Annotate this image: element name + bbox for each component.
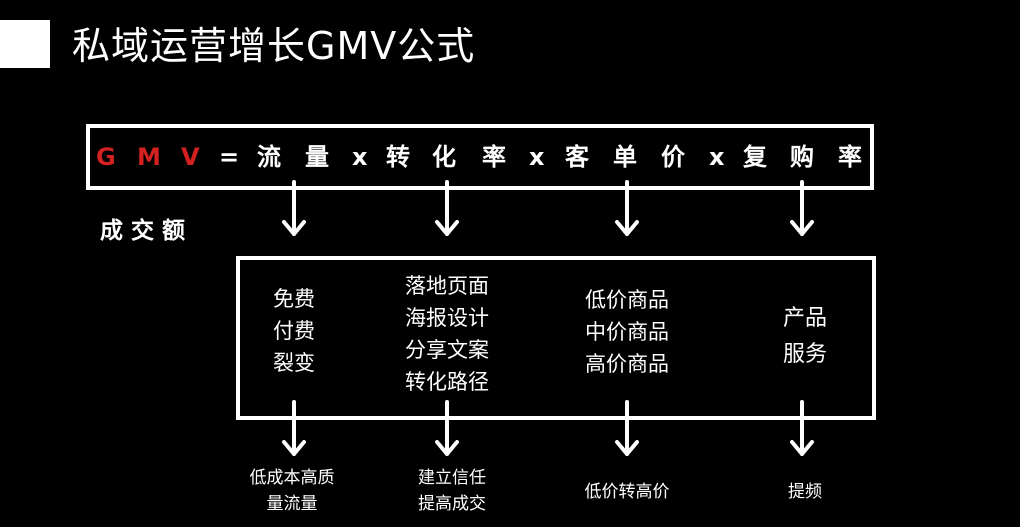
list-item: 裂变 (273, 351, 315, 375)
list-item: 分享文案 (405, 338, 489, 362)
list-item: 转化路径 (405, 370, 489, 394)
list-item: 付费 (273, 319, 315, 343)
arrow-down-icon (435, 180, 459, 236)
detail-box (236, 256, 876, 420)
arrow-down-icon (282, 400, 306, 456)
outcome-line: 提频 (788, 482, 822, 502)
arrow-down-icon (615, 180, 639, 236)
list-item: 产品 (782, 306, 827, 331)
page-title: 私域运营增长GMV公式 (72, 24, 476, 68)
column-repurchase-list: 产品 服务 (770, 301, 840, 373)
list-item: 落地页面 (405, 274, 489, 298)
arrow-down-icon (615, 400, 639, 456)
formula-multiply-2: x (529, 143, 545, 171)
outcome-line: 提高成交 (418, 494, 486, 514)
formula-equals: = (219, 143, 240, 171)
formula-multiply-1: x (352, 143, 368, 171)
outcome-line: 建立信任 (418, 468, 486, 488)
arrow-down-icon (790, 400, 814, 456)
formula-letter-g: G (96, 143, 116, 171)
list-item: 高价商品 (585, 352, 669, 376)
outcome-line: 低成本高质 (249, 468, 335, 488)
outcome-line: 低价转高价 (584, 482, 670, 502)
aov-outcome: 低价转高价 (572, 479, 682, 505)
formula-term-conversion-3: 率 (482, 143, 506, 171)
formula-term-conversion-1: 转 (386, 143, 410, 171)
list-item: 海报设计 (405, 306, 489, 330)
column-aov-list: 低价商品 中价商品 高价商品 (572, 284, 682, 380)
arrow-down-icon (435, 400, 459, 456)
list-item: 免费 (273, 287, 315, 311)
conversion-outcome: 建立信任 提高成交 (402, 465, 502, 517)
column-traffic-list: 免费 付费 裂变 (262, 283, 326, 379)
formula-term-aov-2: 单 (613, 143, 637, 171)
formula-multiply-3: x (709, 143, 725, 171)
formula-term-conversion-2: 化 (432, 143, 456, 171)
column-conversion-list: 落地页面 海报设计 分享文案 转化路径 (392, 270, 502, 398)
outcome-line: 量流量 (266, 494, 318, 514)
arrow-down-icon (282, 180, 306, 236)
gmv-label: 成交额 (100, 218, 193, 244)
list-item: 服务 (782, 342, 827, 367)
list-item: 低价商品 (585, 288, 669, 312)
repurchase-outcome: 提频 (770, 479, 840, 505)
formula-letter-v: V (181, 143, 200, 171)
formula-letter-m: M (137, 143, 161, 171)
traffic-outcome: 低成本高质 量流量 (230, 465, 354, 517)
formula-term-traffic-1: 流 (257, 143, 281, 171)
list-item: 中价商品 (585, 320, 669, 344)
title-decoration-block (0, 20, 50, 68)
formula-term-repurchase-3: 率 (838, 143, 862, 171)
formula-term-repurchase-1: 复 (743, 143, 767, 171)
formula-term-repurchase-2: 购 (790, 143, 814, 171)
formula-term-aov-1: 客 (565, 143, 589, 171)
formula-term-traffic-2: 量 (305, 143, 329, 171)
formula-term-aov-3: 价 (661, 143, 685, 171)
arrow-down-icon (790, 180, 814, 236)
formula-box (86, 124, 874, 190)
